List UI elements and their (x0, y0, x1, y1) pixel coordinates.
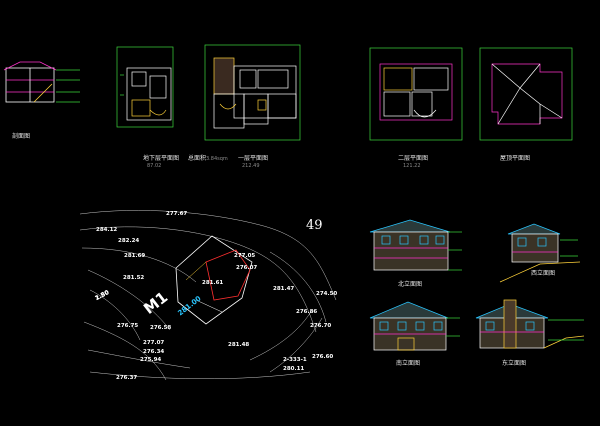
elevation-label: 282.24 (118, 238, 140, 244)
basement-plan (116, 46, 174, 128)
elevation-label: 276.37 (116, 375, 138, 381)
section-title: 剖面图 (12, 133, 31, 140)
first-floor-plan (204, 44, 301, 141)
elevation-label: 274.50 (316, 291, 338, 297)
elevation-label: 281.69 (124, 253, 146, 259)
basement-area: 87.02 (147, 163, 162, 169)
elevation-label: 276.60 (312, 354, 334, 360)
ref-code: 2-333-1 (283, 357, 307, 363)
elevation-label: 277.07 (143, 340, 165, 346)
west-elevation-title: 西立面图 (531, 270, 556, 277)
north-elevation (369, 219, 462, 271)
elevation-label: 277.05 (234, 253, 256, 259)
elevation-label: 276.34 (143, 349, 165, 355)
second-floor-area: 121.22 (403, 163, 421, 169)
parking-area: 3.84sqm (206, 156, 228, 162)
first-floor-title: 一层平面图 (238, 155, 269, 162)
south-elevation (369, 301, 460, 351)
elevation-label: 276.58 (150, 325, 172, 331)
east-elevation-title: 东立面图 (502, 360, 527, 367)
west-elevation (499, 223, 581, 283)
elevation-label: 275.94 (140, 357, 162, 363)
parking-title: 总面积 (188, 155, 207, 162)
north-elevation-title: 北立面图 (398, 281, 423, 288)
elevation-label: 277.67 (166, 211, 188, 217)
second-floor-plan (369, 47, 463, 141)
south-elevation-title: 南立面图 (396, 360, 421, 367)
elevation-label: 281.48 (228, 342, 250, 348)
section-drawing (3, 61, 80, 103)
page-number: 49 (306, 218, 323, 233)
basement-title: 地下层平面图 (143, 155, 180, 162)
east-elevation (475, 299, 585, 349)
elevation-label: 276.70 (310, 323, 332, 329)
ref-value: 280.11 (283, 366, 305, 372)
site-plan (79, 210, 337, 381)
elevation-label: 284.12 (96, 227, 118, 233)
elevation-label: 281.47 (273, 286, 295, 292)
elevation-label: 276.07 (236, 265, 258, 271)
first-floor-area: 212.49 (242, 163, 260, 169)
elevation-label: 276.86 (296, 309, 318, 315)
elevation-label: 281.61 (202, 280, 224, 286)
roof-plan (479, 47, 573, 141)
elevation-label: 276.75 (117, 323, 139, 329)
second-floor-title: 二层平面图 (398, 155, 429, 162)
roof-plan-title: 屋顶平面图 (500, 155, 531, 162)
elevation-label: 281.52 (123, 275, 145, 281)
